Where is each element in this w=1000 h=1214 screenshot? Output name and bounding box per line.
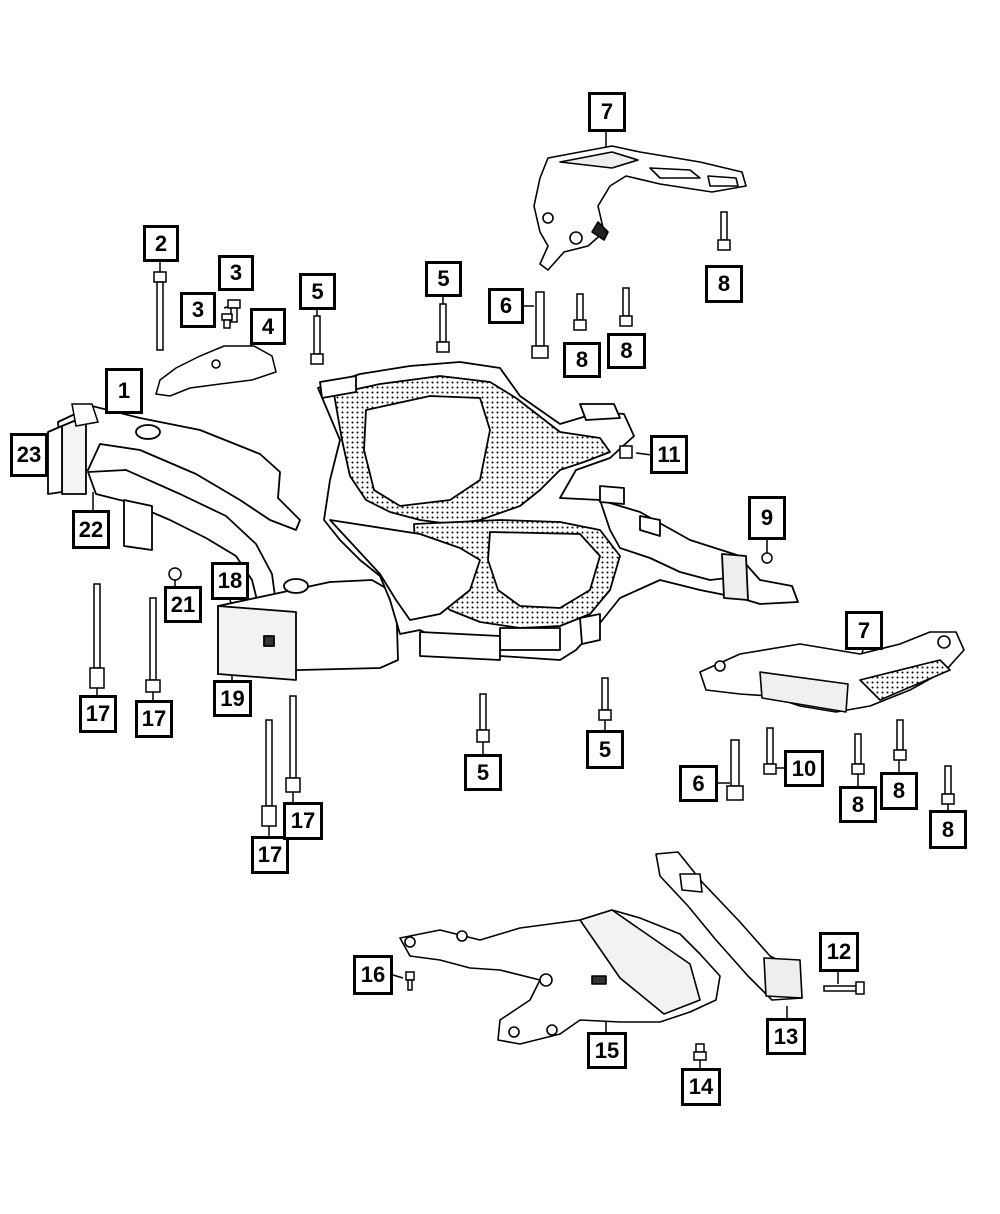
upper-bracket-7 (533, 145, 747, 271)
callout-9: 9 (748, 496, 786, 540)
callout-2: 2 (143, 225, 179, 262)
callout-19: 19 (213, 680, 252, 717)
callout-11: 11 (650, 435, 688, 474)
callout-1: 1 (105, 368, 143, 414)
bracket-4 (155, 345, 277, 397)
callout-8-lower-a: 8 (839, 786, 877, 823)
callout-17-left-b: 17 (135, 700, 173, 738)
callout-6-upper: 6 (488, 288, 524, 324)
callout-18: 18 (211, 562, 249, 600)
bolt-2 (153, 271, 167, 351)
callout-5-lower-left: 5 (464, 754, 502, 791)
callout-8-upper-a: 8 (563, 342, 601, 378)
callout-16: 16 (353, 955, 393, 995)
tube-13 (655, 851, 803, 1001)
callout-17-right-a: 17 (251, 836, 289, 874)
studs-3 (221, 299, 241, 329)
callout-17-right-b: 17 (283, 802, 323, 840)
callout-12: 12 (819, 932, 859, 972)
callout-14: 14 (681, 1068, 721, 1106)
callout-8-lower-c: 8 (929, 810, 967, 849)
bolt-group (89, 211, 955, 1061)
callout-8-upper-b: 8 (607, 333, 646, 369)
callout-8-lower-b: 8 (880, 772, 918, 810)
isolator-22-23 (71, 403, 99, 427)
callout-15: 15 (587, 1032, 627, 1069)
callout-5-lower-right: 5 (586, 730, 624, 769)
shield-15 (399, 909, 721, 1045)
callout-17-left-a: 17 (79, 695, 117, 733)
callout-5-upper-left: 5 (299, 273, 336, 310)
callout-7-lower: 7 (845, 611, 883, 650)
callout-13: 13 (766, 1018, 806, 1055)
callout-8-under-bracket: 8 (705, 265, 743, 303)
lower-bracket-7 (699, 631, 965, 713)
callout-7-upper: 7 (588, 92, 626, 132)
callout-3-upper: 3 (218, 255, 254, 291)
front-crossmember-1 (47, 361, 799, 681)
callout-5-upper-center: 5 (425, 261, 462, 297)
callout-10: 10 (784, 750, 824, 787)
callout-6-lower: 6 (679, 765, 718, 802)
callout-3-lower: 3 (180, 292, 216, 328)
callout-23: 23 (10, 433, 48, 477)
callout-22: 22 (72, 510, 110, 549)
callout-21: 21 (164, 586, 202, 623)
callout-4: 4 (250, 308, 286, 345)
